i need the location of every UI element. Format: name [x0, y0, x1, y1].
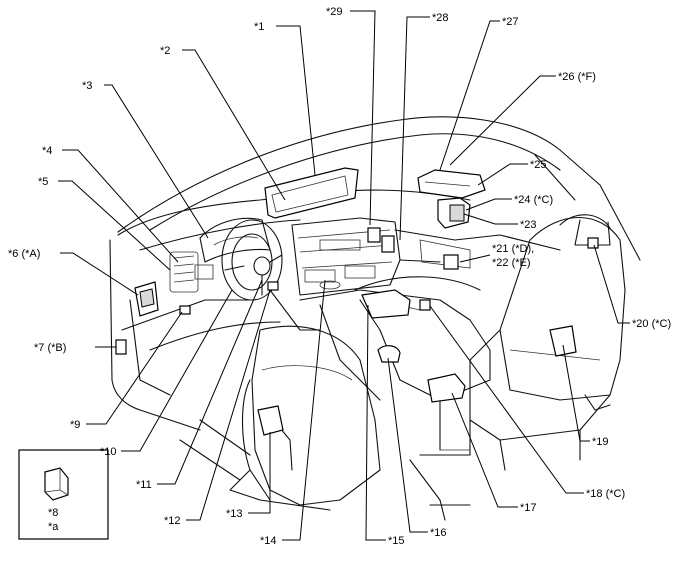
- callout-5: *5: [38, 176, 48, 188]
- leader-lines: [58, 10, 630, 541]
- connector-7: [115, 339, 127, 355]
- callout-17: *17: [520, 502, 537, 514]
- callout-19: *19: [592, 436, 609, 448]
- callout-9: *9: [70, 419, 80, 431]
- callout-16: *16: [430, 527, 447, 539]
- callout-23: *23: [520, 219, 537, 231]
- callout-1: *1: [254, 21, 264, 33]
- inset-box: [18, 449, 109, 540]
- callout-6: *6 (*A): [8, 248, 40, 260]
- seat-module-20: [587, 237, 599, 249]
- callout-21: *21 (*D),: [492, 243, 534, 255]
- callout-28: *28: [432, 12, 449, 24]
- display-unit: [264, 167, 359, 219]
- callout-29: *29: [326, 6, 343, 18]
- callout-14: *14: [260, 535, 277, 547]
- seat-switch-13: [257, 405, 284, 436]
- callout-12: *12: [164, 515, 181, 527]
- callout-11: *11: [136, 479, 152, 491]
- callout-24: *24 (*C): [514, 194, 553, 206]
- vehicle-interior-outline: [109, 116, 641, 521]
- callout-8: *8: [48, 507, 58, 519]
- callout-22: *22 (*E): [492, 257, 531, 269]
- callout-20: *20 (*C): [632, 318, 671, 330]
- callout-26: *26 (*F): [558, 71, 596, 83]
- callout-7: *7 (*B): [34, 342, 66, 354]
- callout-2: *2: [160, 45, 170, 57]
- callout-27: *27: [502, 16, 519, 28]
- callout-15: *15: [388, 535, 405, 547]
- callout-13: *13: [226, 508, 243, 520]
- console-module-18: [361, 289, 411, 319]
- callout-labels: *1 *2 *3 *4 *5 *6 (*A) *7 (*B) *8 *9 *10…: [8, 6, 671, 547]
- callout-4: *4: [42, 145, 52, 157]
- small-module-21: [443, 254, 459, 270]
- under-console-module: [377, 345, 401, 363]
- callout-25: *25: [530, 159, 547, 171]
- callout-18: *18 (*C): [586, 488, 625, 500]
- callout-10: *10: [100, 446, 117, 458]
- inset-label: *a: [48, 521, 59, 533]
- callout-3: *3: [82, 80, 92, 92]
- floor-module-17: [427, 373, 466, 403]
- component-parts: [115, 167, 599, 436]
- seat-side-module: [549, 325, 577, 357]
